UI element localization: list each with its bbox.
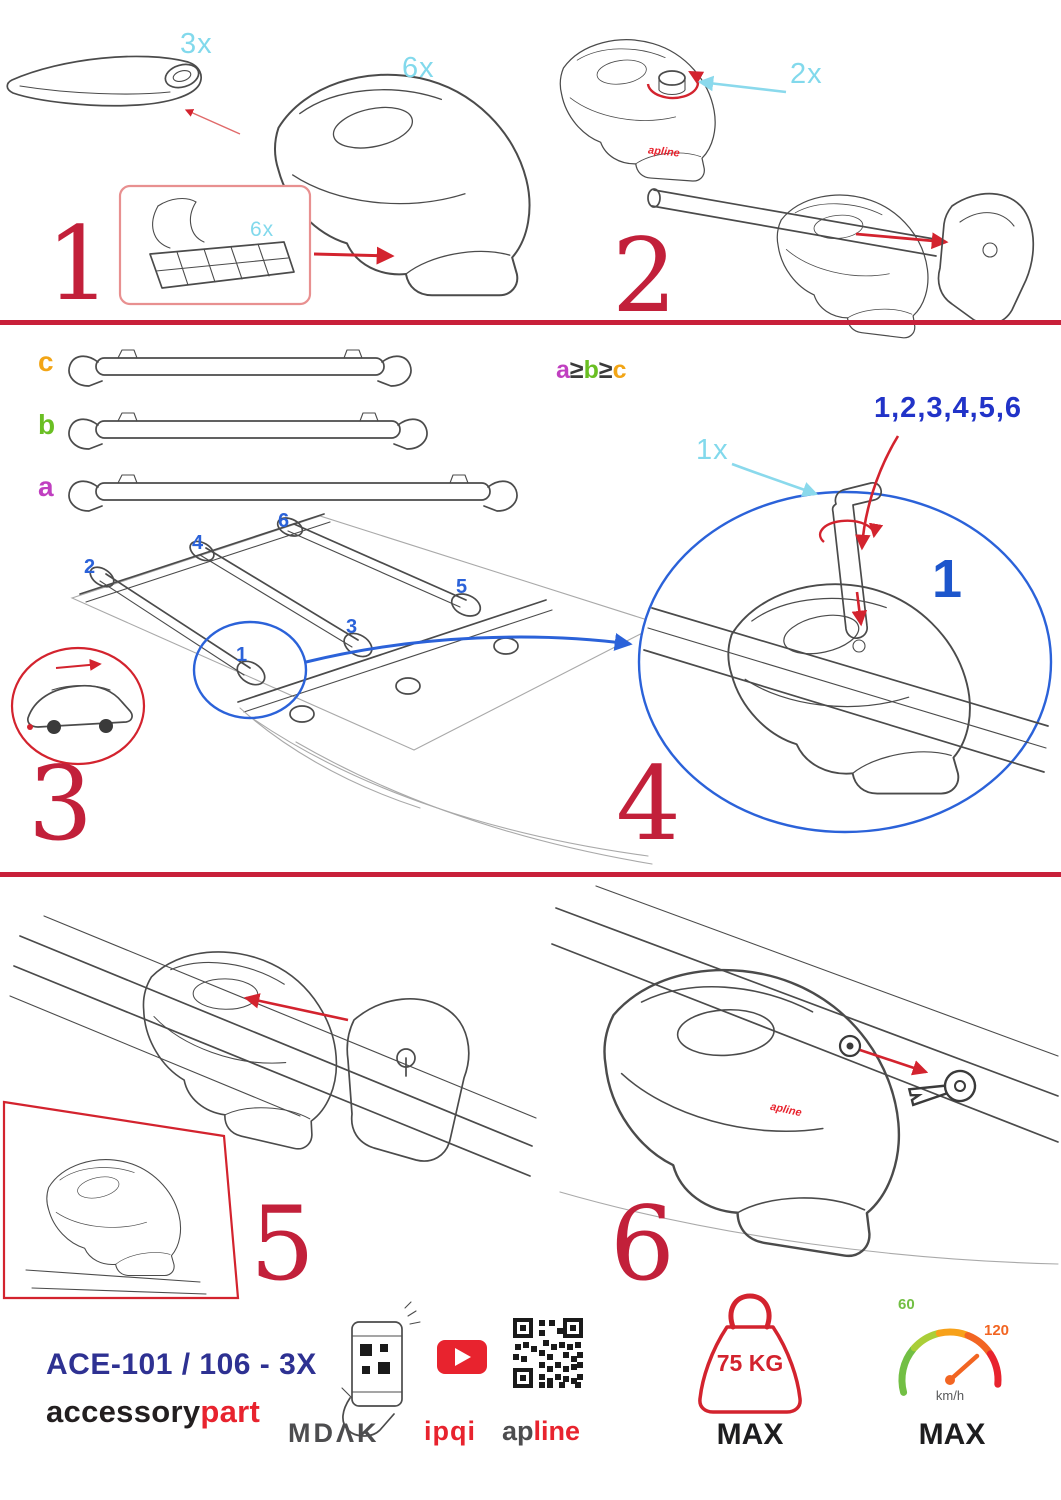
max-weight-label: MAX <box>716 1418 784 1451</box>
qty-pointer-arrow <box>731 462 819 497</box>
roof-position-2: 2 <box>84 556 96 578</box>
logo-mdak: MDΛK <box>288 1418 380 1448</box>
phone-scan-icon <box>341 1301 421 1437</box>
speed-high-label: 120 <box>984 1322 1010 1339</box>
roof-bar-qty: 3x <box>180 28 213 60</box>
zoom-arrow <box>305 633 633 664</box>
rule-b: b <box>583 356 599 384</box>
max-speed-label: MAX <box>918 1418 986 1451</box>
rule-ge2: ≥ <box>598 356 613 384</box>
rule-a: a <box>556 356 570 384</box>
logo-ipqi: ipqi <box>424 1416 476 1446</box>
pad-qty: 6x <box>250 218 275 241</box>
allen-key <box>831 481 883 639</box>
lock-cover <box>346 998 470 1162</box>
bar-label-b: b <box>38 409 56 440</box>
step5-drawing <box>2 915 537 1300</box>
step1-drawing <box>6 55 531 306</box>
highlight-circle <box>192 620 308 720</box>
roof-position-1: 1 <box>236 644 248 666</box>
step-3-number: 3 <box>28 745 93 864</box>
bar-label-a: a <box>38 471 54 502</box>
foot-inset-frame <box>2 1100 240 1300</box>
roof-scene-drawing <box>70 513 662 865</box>
step-2-number: 2 <box>612 217 677 336</box>
key-arrow <box>859 1048 929 1076</box>
brand-part: part <box>200 1394 261 1429</box>
sequence-first-number: 1 <box>932 549 963 609</box>
lock-knob <box>658 70 686 86</box>
speedometer-needle <box>947 1353 980 1383</box>
size-rule: a≥b≥c <box>556 356 627 385</box>
step-1-number: 1 <box>46 205 111 324</box>
weight-limit-icon <box>698 1293 802 1414</box>
bar-label-c: c <box>38 346 54 377</box>
rotate-arrow <box>818 519 884 543</box>
qr-code <box>513 1318 583 1388</box>
section-divider-2 <box>0 872 1061 877</box>
key-icon <box>907 1069 977 1107</box>
step-5-number: 5 <box>250 1185 315 1304</box>
knob-qty: 2x <box>790 58 823 90</box>
product-model: ACE-101 / 106 - 3X <box>46 1348 317 1381</box>
speed-low-label: 60 <box>898 1296 915 1313</box>
bar-a-drawing <box>68 474 518 512</box>
apline-line: line <box>533 1416 581 1446</box>
roof-position-6: 6 <box>278 510 290 532</box>
qty-pointer-arrow <box>697 75 787 94</box>
insert-arrow <box>855 232 949 250</box>
brand-logo-accessorypart: accessorypart <box>46 1394 260 1430</box>
speedometer-icon <box>898 1328 1002 1396</box>
tightening-sequence: 1,2,3,4,5,6 <box>874 392 1023 424</box>
bar-b-drawing <box>68 412 428 450</box>
roof-position-4: 4 <box>192 532 204 554</box>
attach-arrow <box>243 993 349 1022</box>
sequence-arrow <box>854 435 900 551</box>
youtube-icon <box>437 1340 487 1374</box>
roof-position-3: 3 <box>346 616 358 638</box>
end-cover <box>937 192 1035 325</box>
foot-qty: 6x <box>402 52 435 84</box>
magnified-foot-drawing <box>637 435 1053 834</box>
logo-apline: apline <box>502 1416 580 1447</box>
tool-qty: 1x <box>696 434 729 466</box>
pad-inset-box <box>118 184 312 306</box>
rotate-arrow <box>646 70 705 100</box>
brand-accessory: accessory <box>46 1394 201 1429</box>
magnifier-circle <box>637 490 1053 834</box>
step-6-number: 6 <box>610 1185 675 1304</box>
bar-c-drawing <box>68 349 412 387</box>
apline-ap: ap <box>502 1416 534 1446</box>
step6-drawing <box>551 885 1059 1265</box>
step-4-number: 4 <box>616 745 681 864</box>
max-weight-value: 75 KG <box>716 1350 784 1376</box>
speed-unit: km/h <box>935 1388 965 1403</box>
section-divider-1 <box>0 320 1061 325</box>
rule-c: c <box>612 356 627 384</box>
rule-ge1: ≥ <box>569 356 584 384</box>
roof-position-5: 5 <box>456 576 468 598</box>
car-inset-drawing <box>10 646 146 766</box>
